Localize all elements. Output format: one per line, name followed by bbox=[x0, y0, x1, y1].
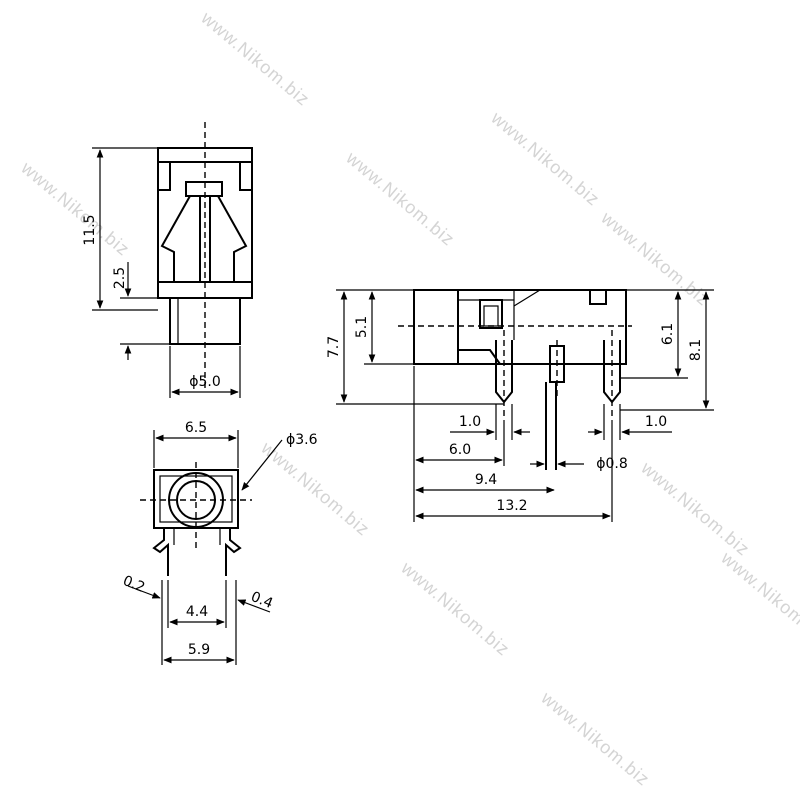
dim-height-total: 11.5 bbox=[82, 214, 98, 245]
dim-nose-diameter: ϕ5.0 bbox=[189, 374, 221, 390]
dim-pin-width-right: 1.0 bbox=[645, 414, 667, 430]
dim-height-axis: 5.1 bbox=[354, 316, 370, 338]
watermark-text: www.Nikom.biz bbox=[537, 687, 654, 790]
dim-pin-width-left: 1.0 bbox=[459, 414, 481, 430]
dim-pin-thickness-right: 0.4 bbox=[249, 589, 276, 612]
front-view: 11.5 2.5 ϕ5.0 bbox=[82, 122, 253, 398]
dim-pin-outer: 5.9 bbox=[188, 642, 210, 658]
watermark-text: www.Nikom.biz bbox=[487, 107, 604, 210]
side-nose-block bbox=[413, 289, 459, 365]
watermark-text: www.Nikom.biz bbox=[637, 457, 754, 560]
dim-body-width: 6.5 bbox=[185, 420, 207, 436]
side-latch-window bbox=[479, 299, 503, 329]
watermark-text: www.Nikom.biz bbox=[197, 7, 314, 110]
dim-length-total: 13.2 bbox=[496, 498, 527, 514]
watermark-text: www.Nikom.biz bbox=[397, 557, 514, 660]
dim-pin-diameter: ϕ0.8 bbox=[596, 456, 628, 472]
end-view: 6.5 ϕ3.6 0.2 0.4 4.4 5.9 bbox=[121, 420, 318, 665]
dim-line-pin-thickness-right bbox=[237, 599, 271, 613]
front-left-arm bbox=[160, 195, 201, 283]
dim-pin-spacing: 4.4 bbox=[186, 604, 208, 620]
side-view: 7.7 5.1 6.1 8.1 1.0 1.0 6.0 ϕ0.8 9.4 13.… bbox=[326, 289, 714, 522]
watermark-text: www.Nikom.biz bbox=[257, 437, 374, 540]
dim-line-pin-thickness-left bbox=[127, 585, 161, 599]
dim-bore-diameter: ϕ3.6 bbox=[286, 432, 318, 448]
watermark-layer: www.Nikom.biz www.Nikom.biz www.Nikom.bi… bbox=[17, 7, 800, 790]
dim-height-total-side: 8.1 bbox=[688, 339, 704, 361]
watermark-text: www.Nikom.biz bbox=[597, 207, 714, 310]
front-right-notch bbox=[239, 161, 253, 191]
dim-pos-pin2: 9.4 bbox=[475, 472, 497, 488]
side-slope bbox=[513, 289, 541, 307]
dim-height-pin-axis: 6.1 bbox=[660, 323, 676, 345]
dim-pos-pin1: 6.0 bbox=[449, 442, 471, 458]
watermark-text: www.Nikom.biz bbox=[17, 157, 134, 260]
dim-height-body: 7.7 bbox=[326, 336, 342, 358]
watermark-text: www.Nikom.biz bbox=[342, 147, 459, 250]
side-foot bbox=[457, 349, 501, 365]
side-body-outline bbox=[413, 289, 627, 365]
side-latch-inner bbox=[483, 305, 499, 327]
leader-bore-diameter bbox=[241, 439, 283, 491]
end-left-pin bbox=[152, 528, 169, 576]
watermark-text: www.Nikom.biz bbox=[717, 547, 800, 650]
front-right-arm bbox=[209, 195, 248, 283]
front-left-notch bbox=[157, 161, 171, 191]
end-right-pin bbox=[225, 528, 242, 576]
dim-height-step: 2.5 bbox=[112, 267, 128, 289]
front-latch bbox=[185, 181, 223, 197]
dim-pin-thickness-left: 0.2 bbox=[121, 573, 148, 596]
side-right-tab bbox=[589, 289, 607, 305]
